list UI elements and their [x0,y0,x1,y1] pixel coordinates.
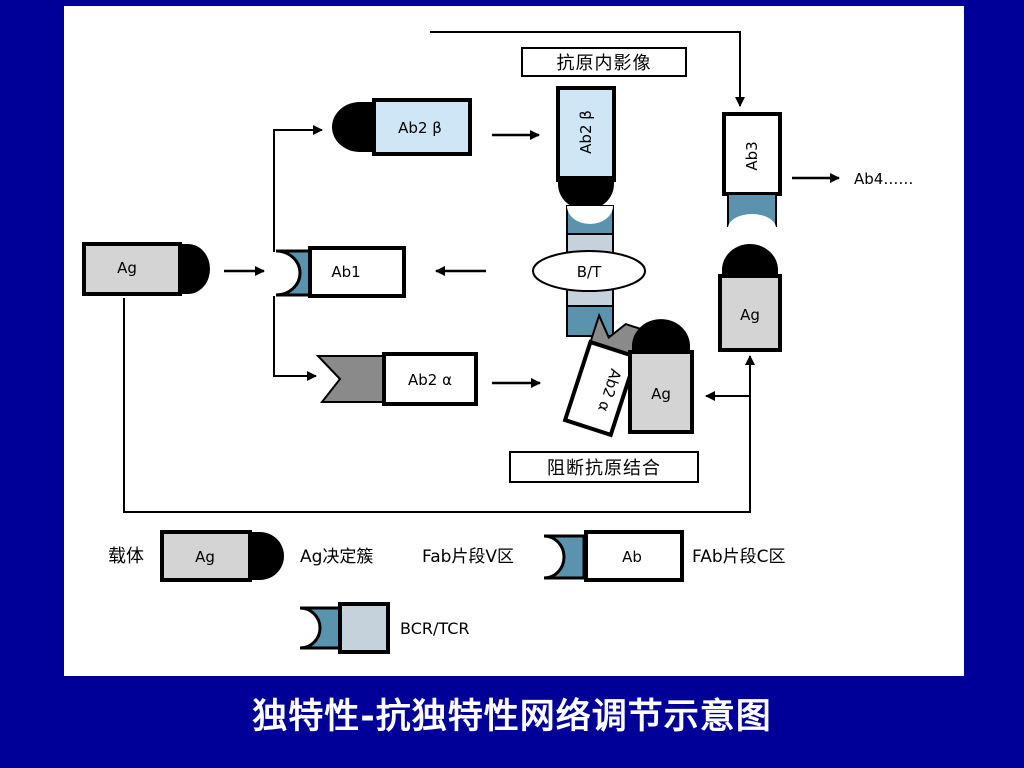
ab2-alpha-node: Ab2 α [315,352,478,406]
ab3-label: Ab3 [743,141,761,170]
ag-mid-label: Ag [651,385,671,403]
internal-image-box: 抗原内影像 [521,47,687,77]
internal-image-label: 抗原内影像 [557,53,652,74]
ab2-beta-vertical-cap [558,176,614,210]
legend-receptor-vregion [299,606,342,650]
legend-carrier-label: 载体 [108,546,144,567]
slide-title: 独特性-抗独特性网络调节示意图 [252,697,772,737]
ag-right-node: Ag [718,244,782,352]
ab1-vregion [275,249,312,297]
determinant-cap [178,244,210,294]
arrow-ab2beta-to-internal-image [430,31,745,107]
carrier-loop-line [123,298,755,513]
ab3-node: Ab3 [722,112,782,232]
legend-carrier-box-label: Ag [195,548,215,566]
block-binding-label: 阻断抗原结合 [547,458,661,479]
arrows [224,130,840,388]
legend-fab-c-label: FAb片段C区 [692,547,786,567]
branch-ab1-to-ab2beta [273,125,323,252]
ag-mid-cap [632,319,690,354]
ab1-node: Ab1 [275,246,406,298]
ab2-alpha-label: Ab2 α [408,371,452,389]
legend-fab-v-label: Fab片段V区 [422,547,514,567]
diagram-canvas: Ag Ab1 Ab2 β Ab2 β B/T Ab2 α Ab2 α [64,6,964,676]
legend: 载体 Ag Ag决定簇 Fab片段V区 Ab FAb片段C区 BCR/TCR [108,530,786,654]
ab2-beta-label: Ab2 β [398,119,442,137]
ab2-beta-vertical-label: Ab2 β [577,110,595,154]
bt-receptor-column: B/T [532,205,646,337]
ab1-label: Ab1 [331,263,360,281]
legend-determinant-label: Ag决定簇 [300,547,373,567]
legend-receptor-label: BCR/TCR [400,619,470,638]
block-binding-box: 阻断抗原结合 [509,451,699,483]
legend-determinant-cap [248,532,284,580]
ab2-alpha-vregion [315,355,385,403]
ab2-alpha-tilted-node: Ab2 α [562,312,647,438]
branch-ab1-to-ab2alpha [273,296,317,381]
bt-ellipse [532,250,646,292]
ab2-beta-cap [332,102,376,152]
ab4-label: Ab4…… [854,170,913,188]
ag-right-label: Ag [740,306,760,324]
ab2-beta-node: Ab2 β [332,98,472,156]
ag-right-cap [722,244,778,278]
bt-label: B/T [577,263,602,281]
ab2-beta-vertical-node: Ab2 β [556,86,616,210]
ag-mid-node: Ag [628,319,694,434]
ag-left-node: Ag [82,242,210,296]
legend-ab-box-label: Ab [622,548,642,566]
ag-left-label: Ag [117,259,137,277]
legend-fab-v-shape [543,534,586,580]
connector-lines [123,31,755,513]
